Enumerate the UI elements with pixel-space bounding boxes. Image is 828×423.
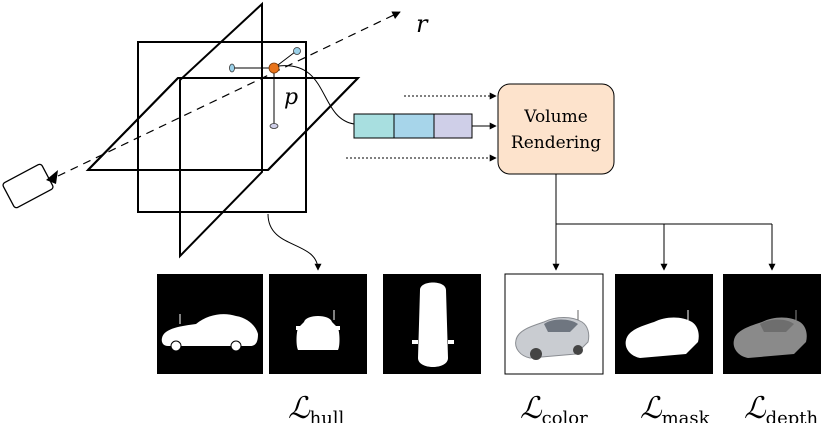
hull-top-silhouette <box>383 274 481 374</box>
loss-hull-label: ℒhull <box>288 391 345 423</box>
feature-vector <box>353 113 473 139</box>
vr-label-line1: Volume <box>523 107 588 127</box>
camera-icon <box>2 163 58 209</box>
image-plane-vertical <box>179 1 263 259</box>
color-render <box>504 273 604 375</box>
image-plane-horizontal <box>85 77 361 171</box>
image-plane-front <box>137 41 307 213</box>
ray-label: r <box>416 10 429 38</box>
hull-side-silhouette <box>157 274 263 374</box>
depth-render <box>723 274 821 374</box>
mask-render <box>615 274 713 374</box>
hull-front-silhouette <box>269 274 367 374</box>
ray-line <box>57 11 401 177</box>
loss-mask-label: ℒmask <box>640 391 711 423</box>
feature-curve <box>277 65 355 125</box>
hull-arrow <box>267 213 322 271</box>
point-label: p <box>284 85 298 110</box>
sample-point <box>229 47 301 129</box>
vr-label-line2: Rendering <box>511 133 601 153</box>
loss-color-label: ℒcolor <box>520 391 588 423</box>
loss-depth-label: ℒdepth <box>744 391 819 423</box>
volume-rendering-box <box>497 83 615 175</box>
